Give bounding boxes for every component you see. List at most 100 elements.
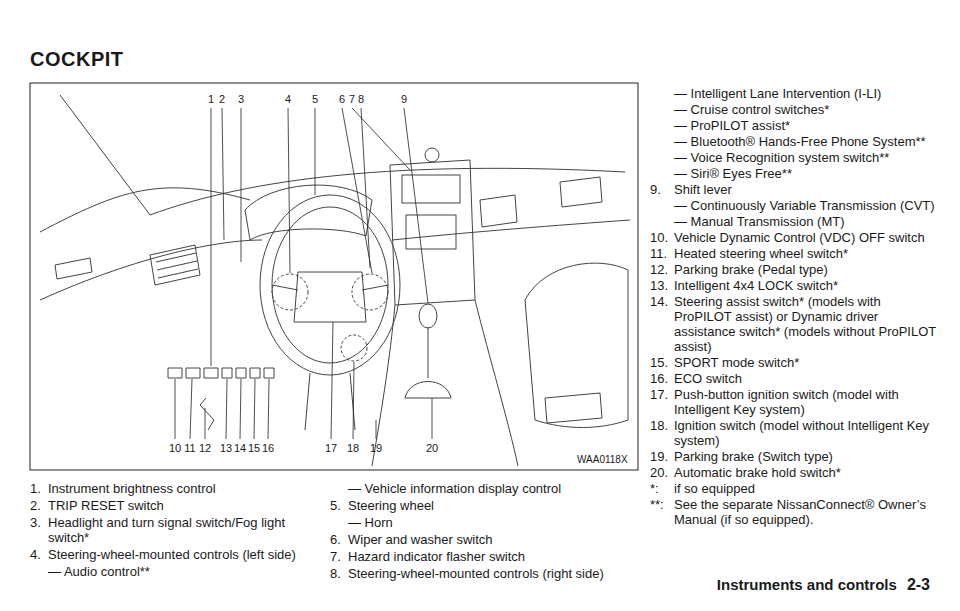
page-number: 2-3 (907, 576, 930, 594)
item-text: — Voice Recognition system switch** (674, 150, 940, 165)
list-item: — Bluetooth® Hands-Free Phone System** (650, 134, 940, 149)
item-number: 9. (650, 182, 674, 197)
passenger-seat (525, 263, 628, 427)
figure-code: WAA0118X (577, 454, 628, 466)
callout-number: 1 (208, 93, 214, 106)
item-text: — Audio control** (48, 564, 310, 579)
callout-number: 6 (339, 93, 345, 106)
list-item: — Horn (330, 515, 630, 530)
callout-number: 5 (312, 93, 318, 106)
item-indent (330, 515, 348, 530)
right-controls-circle (352, 274, 388, 310)
callout-number: 4 (285, 93, 291, 106)
item-indent (330, 481, 348, 496)
item-indent (650, 150, 674, 165)
dashboard-edge (40, 220, 630, 300)
item-text: Parking brake (Pedal type) (674, 262, 940, 277)
center-console (372, 300, 518, 466)
display-screen (406, 215, 456, 249)
list-item: — Continuously Variable Transmission (CV… (650, 198, 940, 213)
list-column: — Intelligent Lane Intervention (I-LI)— … (650, 86, 940, 528)
callout-number: 20 (426, 442, 438, 455)
item-text: — Continuously Variable Transmission (CV… (674, 198, 940, 213)
list-item: 17.Push-button ignition switch (model wi… (650, 387, 940, 417)
item-number: 1. (30, 481, 48, 496)
list-item: 4.Steering-wheel-mounted controls (left … (30, 547, 310, 562)
callout-number: 10 (169, 442, 181, 455)
list-item: 8.Steering-wheel-mounted controls (right… (330, 566, 630, 581)
item-text: — Intelligent Lane Intervention (I-LI) (674, 86, 940, 101)
item-text: Push-button ignition switch (model with … (674, 387, 940, 417)
center-vent (402, 175, 460, 203)
cockpit-drawing (40, 95, 630, 466)
callout-number: 7 (349, 93, 355, 106)
item-indent (650, 118, 674, 133)
list-item: **:See the separate NissanConnect® Owner… (650, 497, 940, 527)
window-switches (545, 393, 602, 423)
callout-number: 19 (370, 442, 382, 455)
item-text: Wiper and washer switch (348, 532, 630, 547)
item-indent (650, 198, 674, 213)
control-groups (272, 274, 388, 361)
list-item: 7.Hazard indicator flasher switch (330, 549, 630, 564)
item-number: 4. (30, 547, 48, 562)
item-text: Automatic brake hold switch* (674, 465, 940, 480)
item-text: Instrument brightness control (48, 481, 310, 496)
item-number: 12. (650, 262, 674, 277)
item-text: Steering wheel (348, 498, 630, 513)
list-item: — ProPILOT assist* (650, 118, 940, 133)
item-text: — Siri® Eyes Free** (674, 166, 940, 181)
item-text: if so equipped (674, 481, 940, 496)
dash-sensor (425, 148, 439, 162)
item-text: Headlight and turn signal switch/Fog lig… (48, 515, 310, 545)
list-item: 2.TRIP RESET switch (30, 498, 310, 513)
callout-number: 14 (234, 442, 246, 455)
list-item: 16.ECO switch (650, 371, 940, 386)
ignition-circle (341, 335, 367, 361)
steering-hub (272, 272, 388, 322)
list-item: 9.Shift lever (650, 182, 940, 197)
callout-number: 13 (220, 442, 232, 455)
list-item: 14.Steering assist switch* (models with … (650, 294, 940, 354)
list-item: 5.Steering wheel (330, 498, 630, 513)
item-text: — Vehicle information display control (348, 481, 630, 496)
item-text: — Cruise control switches* (674, 102, 940, 117)
page-footer: Instruments and controls2-3 (717, 576, 930, 594)
list-item: 20.Automatic brake hold switch* (650, 465, 940, 480)
bottom-leaders (175, 322, 432, 439)
switch-bank (168, 368, 274, 378)
item-number: 18. (650, 418, 674, 448)
left-controls-circle (272, 274, 308, 310)
list-item: — Siri® Eyes Free** (650, 166, 940, 181)
item-text: Hazard indicator flasher switch (348, 549, 630, 564)
parking-pedal (200, 398, 214, 430)
item-indent (650, 214, 674, 229)
list-column: 1.Instrument brightness control 2.TRIP RE… (30, 481, 310, 581)
item-number: 15. (650, 355, 674, 370)
top-leaders (211, 108, 428, 366)
leader-lines (175, 108, 432, 439)
shift-knob (419, 304, 437, 328)
item-indent (650, 86, 674, 101)
side-vent (55, 258, 92, 279)
page-title: COCKPIT (30, 48, 124, 71)
list-item: 12.Parking brake (Pedal type) (650, 262, 940, 277)
item-number: 5. (330, 498, 348, 513)
list-item: 1.Instrument brightness control (30, 481, 310, 496)
item-text: Ignition switch (model without Intellige… (674, 418, 940, 448)
item-number: *: (650, 481, 674, 496)
item-text: Steering-wheel-mounted controls (right s… (348, 566, 630, 581)
steering-wheel (260, 195, 400, 375)
list-item: 15.SPORT mode switch* (650, 355, 940, 370)
callout-number: 2 (219, 93, 225, 106)
item-number: 20. (650, 465, 674, 480)
callout-number: 3 (238, 93, 244, 106)
windshield-frame (40, 95, 625, 232)
item-text: See the separate NissanConnect® Owner’s … (674, 497, 940, 527)
item-text: Steering-wheel-mounted controls (left si… (48, 547, 310, 562)
list-item: — Audio control** (30, 564, 310, 579)
callout-number: 18 (347, 442, 359, 455)
item-number: 10. (650, 230, 674, 245)
list-item: — Voice Recognition system switch** (650, 150, 940, 165)
